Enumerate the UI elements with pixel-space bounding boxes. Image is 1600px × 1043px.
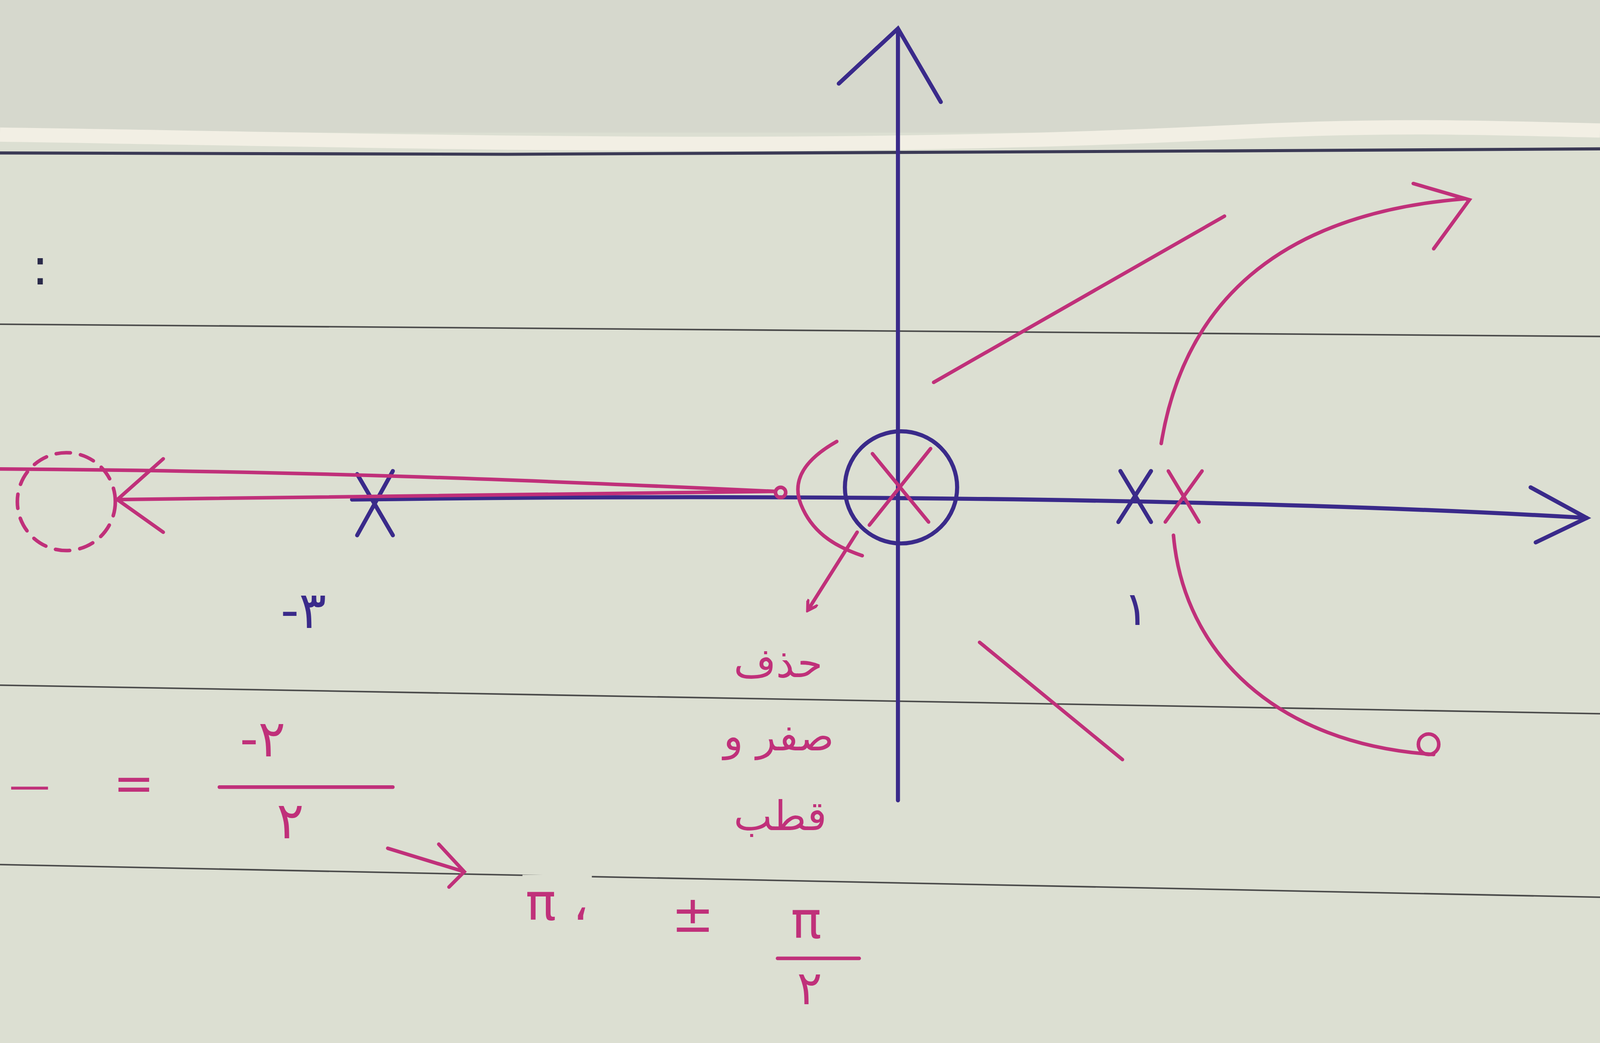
fraction-denominator: ۲ bbox=[273, 793, 307, 850]
cancellation-note: قطب bbox=[730, 793, 830, 839]
pole-value: ۱ bbox=[1120, 583, 1153, 636]
cancellation-note: حذف bbox=[730, 640, 827, 686]
angle-value: π ، bbox=[522, 875, 592, 932]
fraction-denominator: ۲ bbox=[793, 962, 826, 1015]
fraction-numerator: -۲ bbox=[236, 711, 289, 768]
pole-value: -۳ bbox=[277, 583, 330, 640]
plus-minus-sign: ± bbox=[668, 887, 718, 944]
cancellation-note: صفر و bbox=[720, 713, 838, 759]
colon-mark: : bbox=[28, 239, 52, 296]
fraction-numerator: π bbox=[787, 893, 825, 950]
equals-sign: = bbox=[110, 756, 158, 811]
dash-mark: — bbox=[6, 762, 54, 808]
